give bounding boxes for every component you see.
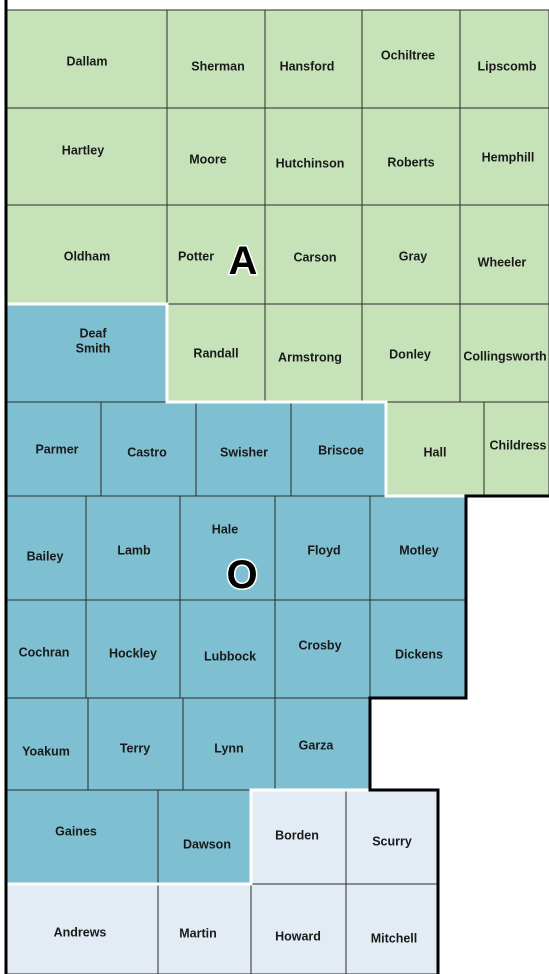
region-letter-o: O — [226, 553, 257, 597]
county-wheeler[interactable] — [459, 204, 549, 305]
county-labels: Dallam Sherman Hansford OchiltreeLipscombHa… — [19, 48, 547, 945]
map-outline — [4, 0, 549, 974]
county-mitchell[interactable] — [345, 883, 439, 974]
county-label-potter: Potter — [178, 249, 214, 263]
county-childress[interactable] — [483, 401, 549, 497]
county-label-ochiltree: Ochiltree — [381, 48, 435, 62]
county-label-roberts: Roberts — [387, 155, 434, 169]
county-label-hartley: Hartley — [62, 143, 104, 157]
county-label-gaines: Gaines — [55, 824, 97, 838]
county-label-parmer: Parmer — [35, 442, 78, 456]
county-label-swisher: Swisher — [220, 445, 268, 459]
county-label-hutchinson: Hutchinson — [276, 156, 345, 170]
region-letter-a: A — [229, 239, 258, 283]
county-label-floyd: Floyd — [307, 543, 340, 557]
county-hemphill[interactable] — [459, 107, 549, 206]
county-label-castro: Castro — [127, 445, 167, 459]
county-label-mitchell: Mitchell — [371, 931, 418, 945]
county-label-lamb: Lamb — [117, 543, 151, 557]
region-letters: A O — [225, 238, 259, 599]
county-shapes — [5, 9, 549, 974]
county-label-dallam: Dallam — [67, 54, 108, 68]
county-label-yoakum: Yoakum — [22, 744, 70, 758]
county-label-childress: Childress — [490, 438, 547, 452]
county-label-howard: Howard — [275, 929, 321, 943]
county-label-lubbock: Lubbock — [204, 649, 256, 663]
county-label-motley: Motley — [399, 543, 439, 557]
county-label-garza: Garza — [299, 738, 335, 752]
county-label-donley: Donley — [389, 347, 431, 361]
county-label-hemphill: Hemphill — [482, 150, 535, 164]
county-label-lipscomb: Lipscomb — [477, 59, 536, 73]
county-label-andrews: Andrews — [54, 925, 107, 939]
county-label-borden: Borden — [275, 828, 319, 842]
county-label-hockley: Hockley — [109, 646, 157, 660]
county-howard[interactable] — [250, 883, 347, 974]
county-label-scurry: Scurry — [372, 834, 412, 848]
county-label-lynn: Lynn — [214, 741, 243, 755]
county-label-hall: Hall — [424, 445, 447, 459]
county-label-sherman: Sherman — [191, 59, 245, 73]
county-label-armstrong: Armstrong — [278, 350, 342, 364]
region-boundaries — [6, 302, 466, 886]
county-label-wheeler: Wheeler — [478, 255, 527, 269]
county-label-moore: Moore — [189, 152, 227, 166]
county-label-hansford: Hansford — [280, 59, 335, 73]
county-label-briscoe: Briscoe — [318, 443, 364, 457]
county-label-crosby: Crosby — [298, 638, 341, 652]
county-lipscomb[interactable] — [459, 9, 549, 109]
county-label-terry: Terry — [120, 741, 150, 755]
county-collingsworth[interactable] — [459, 303, 549, 403]
county-label-hale: Hale — [212, 522, 238, 536]
region-a-o-boundary — [6, 302, 466, 498]
county-label-dawson: Dawson — [183, 837, 231, 851]
county-label-carson: Carson — [293, 250, 336, 264]
county-label-gray: Gray — [399, 249, 428, 263]
region-o-other-boundary — [6, 788, 370, 886]
county-label-collingsworth: Collingsworth — [463, 349, 546, 363]
county-label-randall: Randall — [193, 346, 238, 360]
county-bailey[interactable] — [5, 495, 87, 601]
county-label-martin: Martin — [179, 926, 217, 940]
county-label-dickens: Dickens — [395, 647, 443, 661]
county-label-oldham: Oldham — [64, 249, 111, 263]
county-label-bailey: Bailey — [27, 549, 64, 563]
county-label-cochran: Cochran — [19, 645, 70, 659]
